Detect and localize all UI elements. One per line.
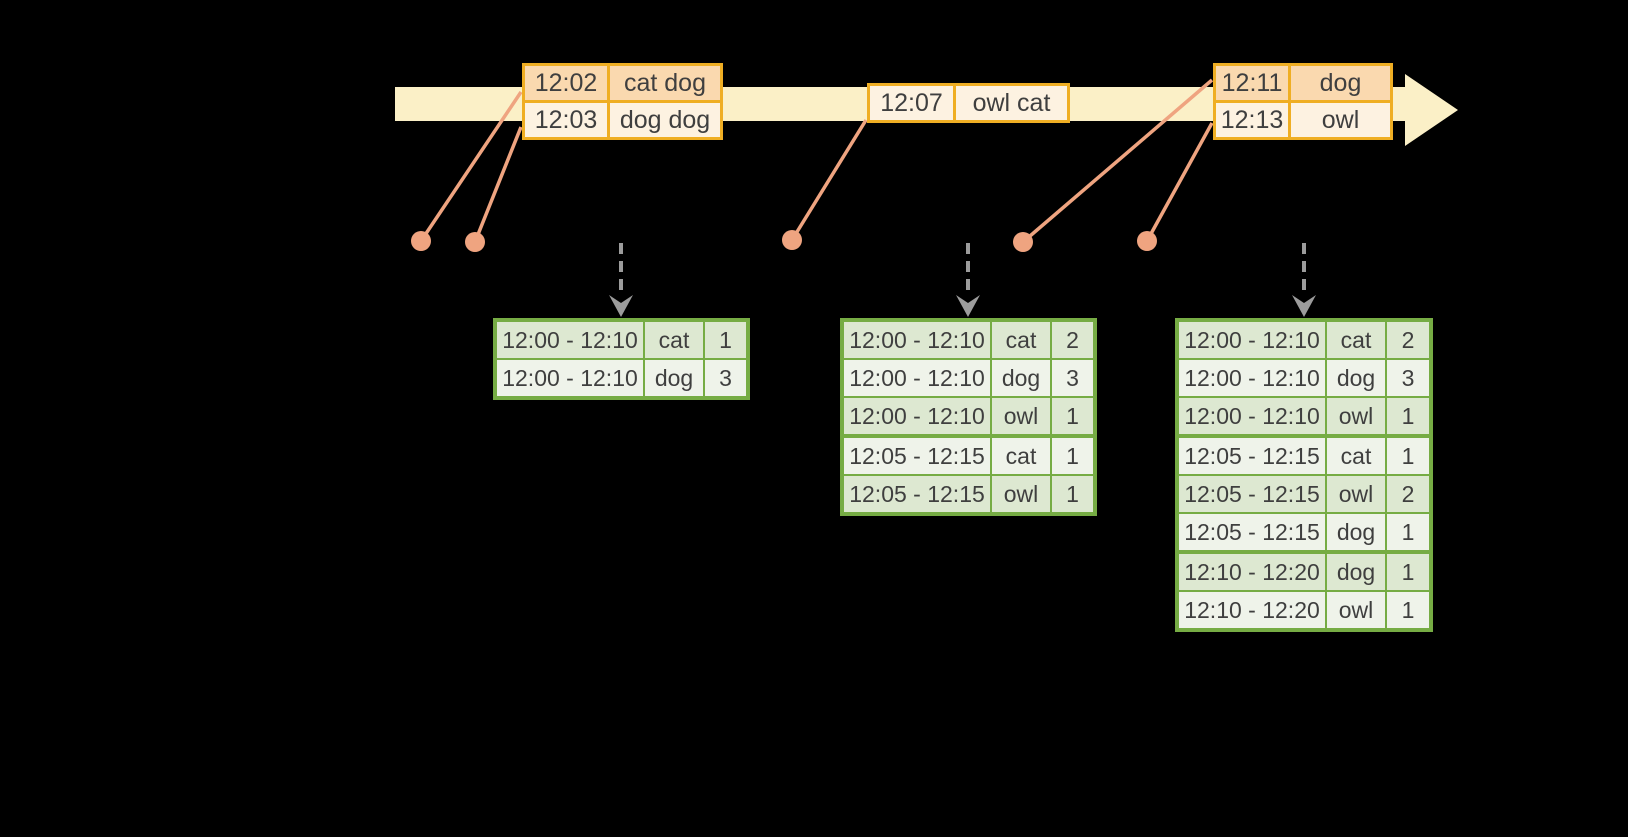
word-cell: cat [992,322,1050,358]
window-cell: 12:00 - 12:10 [1179,360,1325,396]
result-table-3: 12:00 - 12:10 cat 2 12:00 - 12:10 dog 3 … [1175,318,1433,632]
count-cell: 1 [1387,438,1429,474]
result-table-1: 12:00 - 12:10 cat 1 12:00 - 12:10 dog 3 [493,318,750,400]
trigger-arrows [609,243,1316,317]
event-time-cell: 12:11 [1216,66,1288,100]
result-table-2: 12:00 - 12:10 cat 2 12:00 - 12:10 dog 3 … [840,318,1097,516]
event-marker-line [790,119,868,241]
count-cell: 1 [1387,554,1429,590]
window-group: 12:00 - 12:10 cat 2 12:00 - 12:10 dog 3 … [844,322,1093,434]
event-time-cell: 12:02 [525,66,607,100]
event-marker-dot [1137,231,1157,251]
event-time-cell: 12:07 [870,86,953,120]
event-words-cell: cat dog [610,66,720,100]
event-table-3: 12:11 dog 12:13 owl [1213,63,1393,140]
word-cell: cat [1327,322,1385,358]
word-cell: dog [1327,554,1385,590]
window-cell: 12:05 - 12:15 [1179,438,1325,474]
word-cell: dog [645,360,703,396]
window-cell: 12:00 - 12:10 [844,398,990,434]
word-cell: cat [1327,438,1385,474]
word-cell: owl [1327,592,1385,628]
event-marker-lines [419,78,1214,244]
window-cell: 12:00 - 12:10 [844,360,990,396]
window-cell: 12:00 - 12:10 [497,360,643,396]
window-cell: 12:05 - 12:15 [844,438,990,474]
word-cell: cat [992,438,1050,474]
event-words-cell: owl cat [956,86,1067,120]
window-group: 12:00 - 12:10 cat 2 12:00 - 12:10 dog 3 … [1179,322,1429,434]
word-cell: owl [1327,476,1385,512]
word-cell: owl [992,398,1050,434]
event-marker-line [1145,122,1214,242]
event-marker-dot [782,230,802,250]
count-cell: 1 [1387,514,1429,550]
word-cell: dog [992,360,1050,396]
event-table-2: 12:07 owl cat [867,83,1070,123]
window-group: 12:00 - 12:10 cat 1 12:00 - 12:10 dog 3 [497,322,746,396]
count-cell: 1 [1387,398,1429,434]
count-cell: 3 [1052,360,1093,396]
word-cell: dog [1327,514,1385,550]
count-cell: 1 [1052,476,1093,512]
window-cell: 12:05 - 12:15 [1179,476,1325,512]
window-cell: 12:05 - 12:15 [844,476,990,512]
word-cell: owl [1327,398,1385,434]
count-cell: 2 [1052,322,1093,358]
window-cell: 12:00 - 12:10 [1179,322,1325,358]
window-cell: 12:05 - 12:15 [1179,514,1325,550]
count-cell: 1 [705,322,746,358]
event-time-cell: 12:13 [1216,103,1288,137]
trigger-arrowhead [609,295,633,317]
count-cell: 1 [1052,398,1093,434]
event-marker-line [419,91,523,242]
word-cell: owl [992,476,1050,512]
event-words-cell: owl [1291,103,1390,137]
event-marker-dot [411,231,431,251]
trigger-arrowhead [1292,295,1316,317]
count-cell: 3 [705,360,746,396]
word-cell: cat [645,322,703,358]
window-cell: 12:00 - 12:10 [844,322,990,358]
window-group: 12:10 - 12:20 dog 1 12:10 - 12:20 owl 1 [1179,554,1429,628]
event-words-cell: dog dog [610,103,720,137]
count-cell: 1 [1052,438,1093,474]
trigger-arrowhead [956,295,980,317]
event-marker-line [473,126,523,243]
event-table-1: 12:02 cat dog 12:03 dog dog [522,63,723,140]
event-time-cell: 12:03 [525,103,607,137]
event-words-cell: dog [1291,66,1390,100]
window-group: 12:05 - 12:15 cat 1 12:05 - 12:15 owl 1 [844,438,1093,512]
event-marker-line [1021,78,1214,244]
count-cell: 1 [1387,592,1429,628]
window-cell: 12:00 - 12:10 [1179,398,1325,434]
window-cell: 12:10 - 12:20 [1179,592,1325,628]
count-cell: 3 [1387,360,1429,396]
event-marker-dots [411,230,1157,252]
count-cell: 2 [1387,322,1429,358]
word-cell: dog [1327,360,1385,396]
event-marker-dot [465,232,485,252]
count-cell: 2 [1387,476,1429,512]
window-cell: 12:10 - 12:20 [1179,554,1325,590]
window-cell: 12:00 - 12:10 [497,322,643,358]
event-marker-dot [1013,232,1033,252]
window-group: 12:05 - 12:15 cat 1 12:05 - 12:15 owl 2 … [1179,438,1429,550]
